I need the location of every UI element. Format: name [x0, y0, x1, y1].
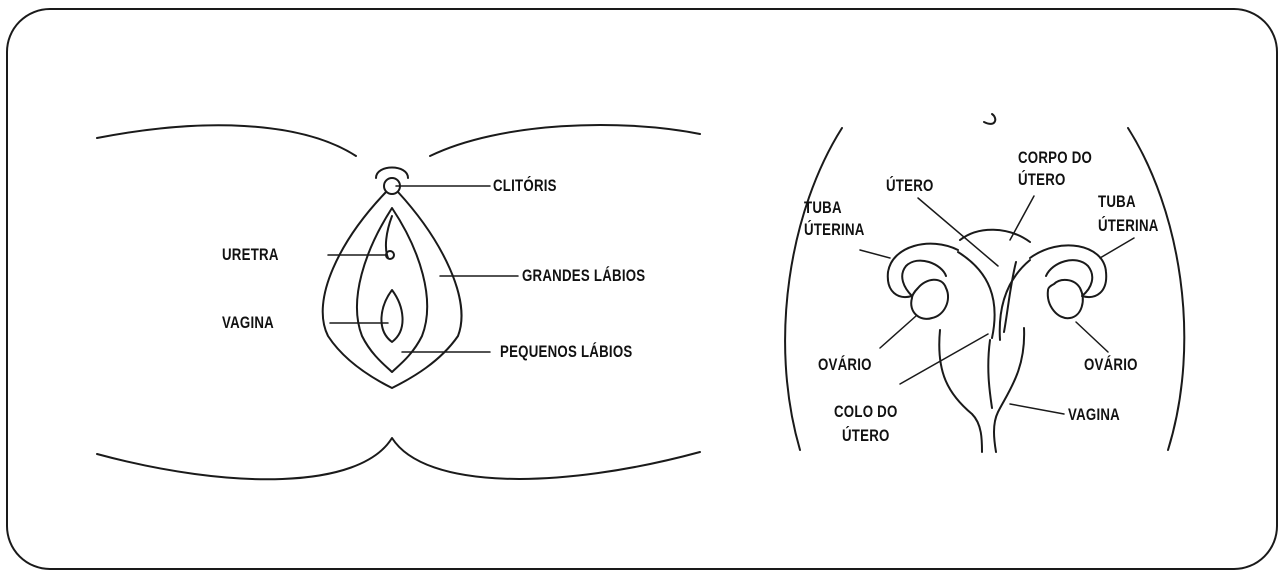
- utero-leader: [918, 198, 998, 266]
- uterus-fundus: [960, 230, 1030, 242]
- right-ovary: [1048, 280, 1083, 318]
- pelvis-right-outline: [1128, 128, 1184, 450]
- left-ovary: [911, 280, 948, 319]
- external-genitalia-drawing: [97, 125, 700, 479]
- corpo-leader: [1010, 196, 1034, 240]
- small-mark: [984, 114, 995, 124]
- cervical-canal: [988, 340, 992, 408]
- vagina-right-wall: [994, 328, 1024, 452]
- label-colo-line1: COLO DO: [834, 402, 898, 422]
- tuba-right-leader: [1100, 238, 1134, 258]
- ovario-left-leader: [880, 316, 916, 348]
- label-pequenos-labios: PEQUENOS LÁBIOS: [500, 342, 632, 362]
- buttocks-curve: [97, 438, 700, 479]
- label-tuba-right-line1: TUBA: [1098, 192, 1136, 212]
- tuba-left-leader: [860, 250, 890, 258]
- label-corpo-line2: ÚTERO: [1018, 170, 1066, 190]
- label-vagina-external: VAGINA: [222, 313, 274, 333]
- vaginal-opening: [381, 290, 402, 342]
- uterus-left-wall: [958, 252, 995, 338]
- label-clitoris: CLITÓRIS: [493, 176, 557, 196]
- label-ovario-right: OVÁRIO: [1084, 355, 1138, 375]
- label-corpo-line1: CORPO DO: [1018, 148, 1092, 168]
- ovario-right-leader: [1076, 322, 1108, 352]
- right-thigh-curve: [430, 125, 700, 156]
- vagina-left-wall: [939, 330, 982, 452]
- label-tuba-left-line1: TUBA: [804, 198, 842, 218]
- left-thigh-curve: [97, 125, 356, 156]
- label-tuba-left-line2: ÚTERINA: [804, 220, 865, 240]
- label-vagina-internal: VAGINA: [1068, 405, 1120, 425]
- label-uretra: URETRA: [222, 245, 279, 265]
- clitoral-hood: [376, 168, 408, 179]
- label-colo-line2: ÚTERO: [842, 426, 890, 446]
- right-tube: [1030, 245, 1106, 297]
- label-tuba-right-line2: ÚTERINA: [1098, 216, 1159, 236]
- label-ovario-left: OVÁRIO: [818, 355, 872, 375]
- vagina-internal-leader: [1010, 404, 1064, 414]
- label-grandes-labios: GRANDES LÁBIOS: [522, 266, 645, 286]
- label-utero: ÚTERO: [886, 176, 934, 196]
